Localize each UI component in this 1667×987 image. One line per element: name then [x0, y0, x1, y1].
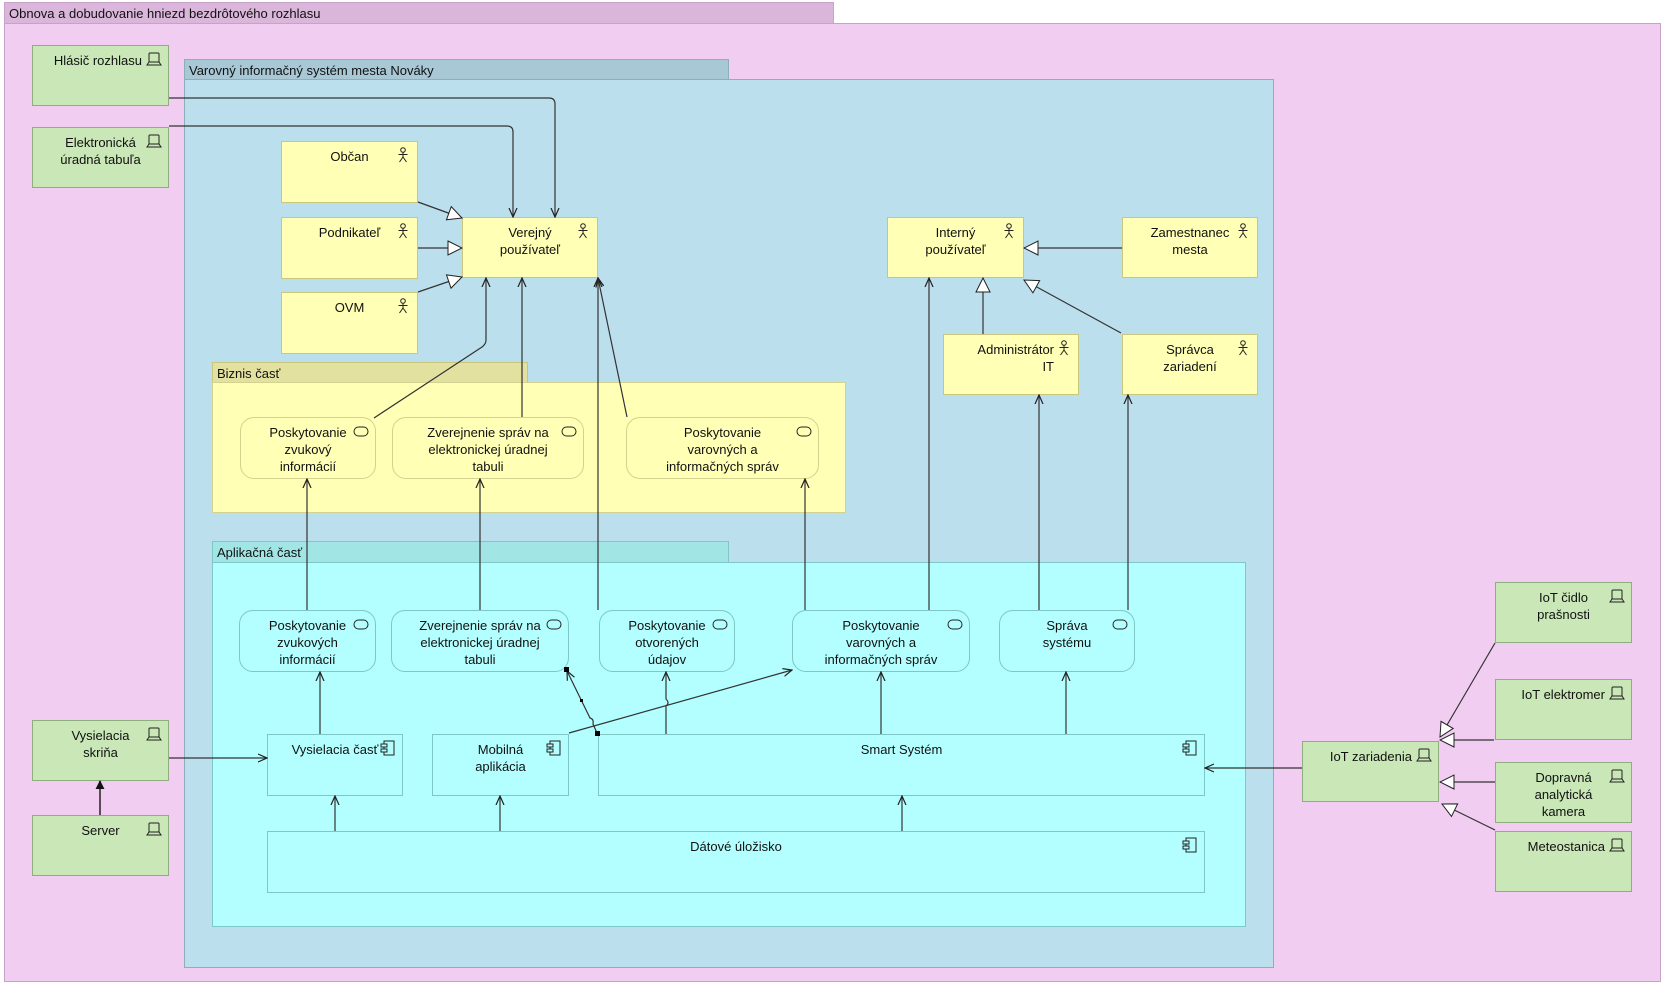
actor-icon [398, 298, 408, 314]
device-iot-zariadenia[interactable]: IoT zariadenia [1302, 741, 1439, 802]
service-icon [353, 619, 369, 630]
component-icon [1182, 837, 1197, 853]
group-header-outer: Obnova a dobudovanie hniezd bezdrôtového… [4, 2, 834, 24]
service-icon [712, 619, 728, 630]
actor-icon [1059, 340, 1069, 356]
device-elektronicka-tabula[interactable]: Elektronická úradná tabuľa [32, 127, 169, 188]
device-icon [1609, 686, 1625, 700]
actor-icon [398, 223, 408, 239]
actor-obcan[interactable]: Občan [281, 141, 418, 203]
device-icon [146, 727, 162, 741]
app-service-sprava-systemu[interactable]: Správa systému [999, 610, 1135, 672]
actor-icon [1238, 223, 1248, 239]
actor-verejny-pouzivatel[interactable]: Verejný používateľ [462, 217, 598, 278]
component-icon [546, 740, 561, 756]
app-component-vysielacia-cast[interactable]: Vysielacia časť [267, 734, 403, 796]
service-icon [353, 426, 369, 437]
business-service-varovne[interactable]: Poskytovanie varovných a informačných sp… [626, 417, 819, 479]
device-meteostanica[interactable]: Meteostanica [1495, 831, 1632, 892]
actor-icon [1238, 340, 1248, 356]
device-hlasic-rozhlasu[interactable]: Hlásič rozhlasu [32, 45, 169, 106]
device-icon [1609, 589, 1625, 603]
service-icon [561, 426, 577, 437]
actor-zamestnanec-mesta[interactable]: Zamestnanec mesta [1122, 217, 1258, 278]
app-component-datove-ulozisko[interactable]: Dátové úložisko [267, 831, 1205, 893]
actor-administrator-it[interactable]: Administrátor IT [943, 334, 1079, 395]
service-icon [796, 426, 812, 437]
app-service-tabula[interactable]: Zverejnenie správ na elektronickej úradn… [391, 610, 569, 672]
device-icon [146, 822, 162, 836]
device-icon [146, 134, 162, 148]
device-vysielacia-skrina[interactable]: Vysielacia skriňa [32, 720, 169, 781]
component-icon [1182, 740, 1197, 756]
device-icon [146, 52, 162, 66]
actor-podnikatel[interactable]: Podnikateľ [281, 217, 418, 279]
actor-interny-pouzivatel[interactable]: Interný používateľ [887, 217, 1024, 278]
device-iot-cidlo[interactable]: IoT čidlo prašnosti [1495, 582, 1632, 643]
device-icon [1609, 838, 1625, 852]
device-server[interactable]: Server [32, 815, 169, 876]
actor-icon [578, 223, 588, 239]
business-service-zvukove[interactable]: Poskytovanie zvukový informácií [240, 417, 376, 479]
actor-ovm[interactable]: OVM [281, 292, 418, 354]
actor-icon [398, 147, 408, 163]
device-dopravna-kamera[interactable]: Dopravná analytická kamera [1495, 762, 1632, 823]
component-icon [380, 740, 395, 756]
app-service-zvukove[interactable]: Poskytovanie zvukových informácií [239, 610, 376, 672]
group-header-system: Varovný informačný systém mesta Nováky [184, 59, 729, 80]
group-header-application: Aplikačná časť [212, 541, 729, 563]
business-service-tabula[interactable]: Zverejnenie správ na elektronickej úradn… [392, 417, 584, 479]
actor-icon [1004, 223, 1014, 239]
app-service-varovne[interactable]: Poskytovanie varovných a informačných sp… [792, 610, 970, 672]
service-icon [947, 619, 963, 630]
app-component-mobilna-aplikacia[interactable]: Mobilná aplikácia [432, 734, 569, 796]
group-header-business: Biznis časť [212, 362, 528, 383]
actor-spravca-zariadeni[interactable]: Správca zariadení [1122, 334, 1258, 395]
service-icon [1112, 619, 1128, 630]
app-component-smart-system[interactable]: Smart Systém [598, 734, 1205, 796]
service-icon [546, 619, 562, 630]
app-service-otvorene-udaje[interactable]: Poskytovanie otvorených údajov [599, 610, 735, 672]
device-iot-elektromer[interactable]: IoT elektromer [1495, 679, 1632, 740]
device-icon [1609, 769, 1625, 783]
device-icon [1416, 748, 1432, 762]
